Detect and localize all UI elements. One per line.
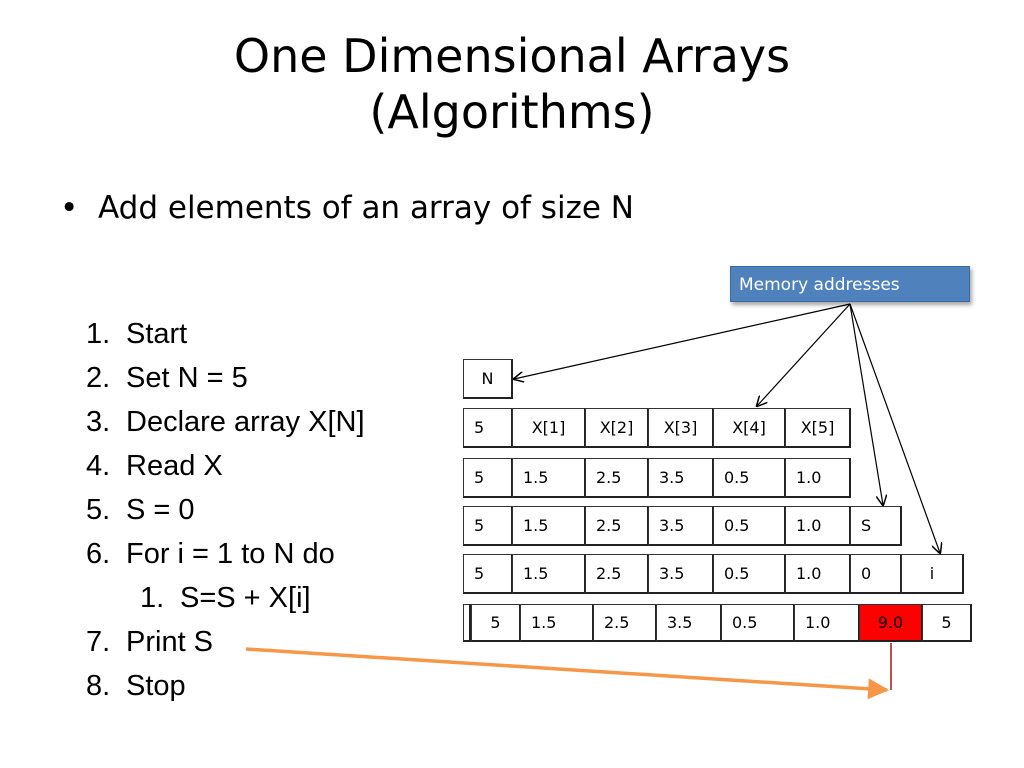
memory-cell: 0.5	[713, 554, 786, 594]
algorithm-step: 8. Stop	[86, 664, 365, 708]
step-number: 1.	[140, 582, 165, 614]
algorithm-step: 4. Read X	[86, 444, 365, 488]
step-number: 1.	[86, 318, 111, 350]
memory-cell-s-value: 0	[850, 554, 902, 594]
memory-cell: 2.5	[585, 458, 649, 498]
memory-cell: X[3]	[648, 408, 714, 448]
memory-cell: 3.5	[656, 604, 722, 642]
step-number: 5.	[86, 494, 111, 526]
title-line-2: (Algorithms)	[369, 85, 655, 140]
pointer-arrow-to-array	[757, 303, 851, 406]
memory-cell-n-label: N	[463, 359, 513, 399]
memory-cell: 5	[463, 458, 513, 498]
algorithm-step: 5. S = 0	[86, 488, 365, 532]
step-number: 2.	[86, 362, 111, 394]
step-text: Stop	[126, 670, 186, 702]
algorithm-steps: 1. Start 2. Set N = 5 3. Declare array X[N]…	[86, 312, 365, 708]
memory-cell: 1.0	[785, 506, 851, 546]
algorithm-step: 3. Declare array X[N]	[86, 400, 365, 444]
step-number: 8.	[86, 670, 111, 702]
step-text: S=S + X[i]	[180, 582, 311, 614]
algorithm-substep: 1. S=S + X[i]	[86, 576, 365, 620]
step-number: 3.	[86, 406, 111, 438]
step-text: Start	[126, 318, 188, 350]
memory-cell: 0.5	[713, 458, 786, 498]
slide-title: One Dimensional Arrays (Algorithms)	[0, 28, 1024, 140]
memory-cell: 2.5	[593, 604, 657, 642]
memory-cell: 1.5	[512, 506, 586, 546]
memory-cell: 3.5	[648, 458, 714, 498]
memory-cell: 1.5	[520, 604, 594, 642]
memory-cell: 5	[463, 506, 513, 546]
memory-cell-i-label: i	[901, 554, 964, 594]
step-text: Read X	[126, 450, 223, 482]
step-text: Set N = 5	[126, 362, 248, 394]
memory-cell: 1.5	[512, 458, 586, 498]
memory-cell: 3.5	[648, 554, 714, 594]
step-text: For i = 1 to N do	[126, 538, 335, 570]
memory-row-edge	[463, 604, 471, 642]
memory-cell: 5	[471, 604, 521, 642]
memory-cell: 1.0	[785, 554, 851, 594]
memory-cell-sum-result: 9.0	[859, 604, 923, 642]
step-number: 4.	[86, 450, 111, 482]
memory-cell: 1.0	[785, 458, 851, 498]
pointer-arrow-to-n	[514, 303, 851, 379]
memory-cell: 5	[463, 408, 513, 448]
bullet-text: Add elements of an array of size N	[98, 190, 634, 226]
memory-cell: 5	[463, 554, 513, 594]
step-text: Print S	[126, 626, 214, 658]
bullet-marker: •	[60, 190, 79, 226]
memory-cell: 1.0	[794, 604, 860, 642]
memory-cell: 0.5	[713, 506, 786, 546]
memory-cell: 1.5	[512, 554, 586, 594]
step-text: Declare array X[N]	[126, 406, 365, 438]
memory-cell: 2.5	[585, 554, 649, 594]
memory-cell: X[2]	[585, 408, 649, 448]
memory-cell: 0.5	[721, 604, 795, 642]
memory-cell: 2.5	[585, 506, 649, 546]
bullet-point: • Add elements of an array of size N	[60, 190, 634, 226]
memory-addresses-label: Memory addresses	[730, 266, 970, 302]
memory-cell: X[5]	[785, 408, 851, 448]
algorithm-step: 2. Set N = 5	[86, 356, 365, 400]
algorithm-step: 6. For i = 1 to N do	[86, 532, 365, 576]
memory-cell: X[4]	[713, 408, 786, 448]
memory-cell: 3.5	[648, 506, 714, 546]
step-number: 6.	[86, 538, 111, 570]
memory-cell-i-value: 5	[922, 604, 972, 642]
step-number: 7.	[86, 626, 111, 658]
step-text: S = 0	[126, 494, 195, 526]
title-line-1: One Dimensional Arrays	[233, 29, 791, 83]
memory-cell: X[1]	[512, 408, 586, 448]
memory-cell-s-label: S	[850, 506, 902, 546]
algorithm-step: 1. Start	[86, 312, 365, 356]
algorithm-step: 7. Print S	[86, 620, 365, 664]
pointer-arrow-to-s	[849, 303, 883, 505]
